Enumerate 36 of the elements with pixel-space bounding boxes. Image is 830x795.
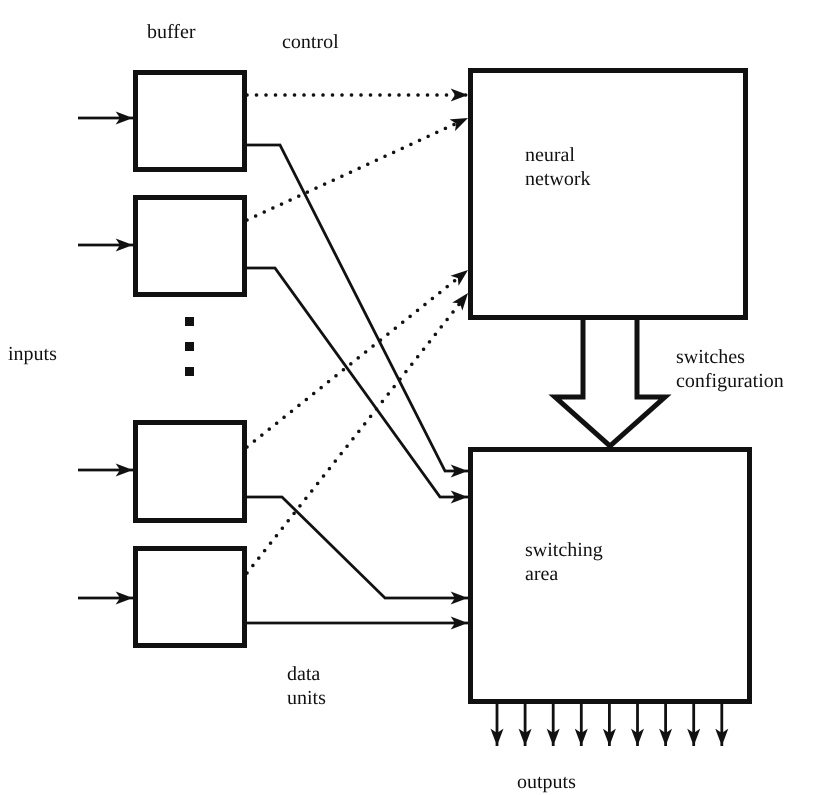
arrow: [602, 704, 616, 746]
arrow: [78, 464, 133, 476]
arrow: [247, 266, 468, 504]
arrow: [546, 704, 560, 746]
arrow: [490, 704, 504, 746]
buffer-box: [133, 546, 247, 648]
node-label: switching area: [525, 538, 604, 586]
arrow: [247, 144, 468, 478]
text-label: buffer: [147, 20, 196, 44]
buffer-box: [133, 420, 247, 523]
arrow: [245, 116, 470, 222]
text-label: inputs: [8, 342, 58, 366]
arrow: [245, 88, 470, 102]
arrow: [245, 268, 470, 449]
arrow: [574, 704, 588, 746]
edge-label: switches configuration: [676, 345, 785, 393]
arrow: [78, 112, 133, 124]
arrow: [78, 238, 133, 252]
block-arrow: [548, 318, 672, 450]
buffer-box: [133, 70, 247, 172]
arrow: [245, 291, 470, 575]
arrow: [631, 704, 644, 746]
arrow: [715, 704, 728, 746]
text-label: outputs: [517, 770, 577, 794]
arrow: [518, 704, 532, 746]
process-box: [468, 68, 748, 320]
text-label: control: [282, 30, 340, 54]
arrow: [247, 616, 468, 630]
arrow: [78, 592, 133, 604]
process-box: [468, 447, 752, 704]
arrow: [687, 704, 700, 746]
arrow: [659, 704, 672, 746]
node-label: neural network: [525, 143, 592, 191]
text-label: data units: [287, 662, 327, 710]
buffer-box: [133, 195, 247, 297]
arrow: [247, 496, 468, 604]
